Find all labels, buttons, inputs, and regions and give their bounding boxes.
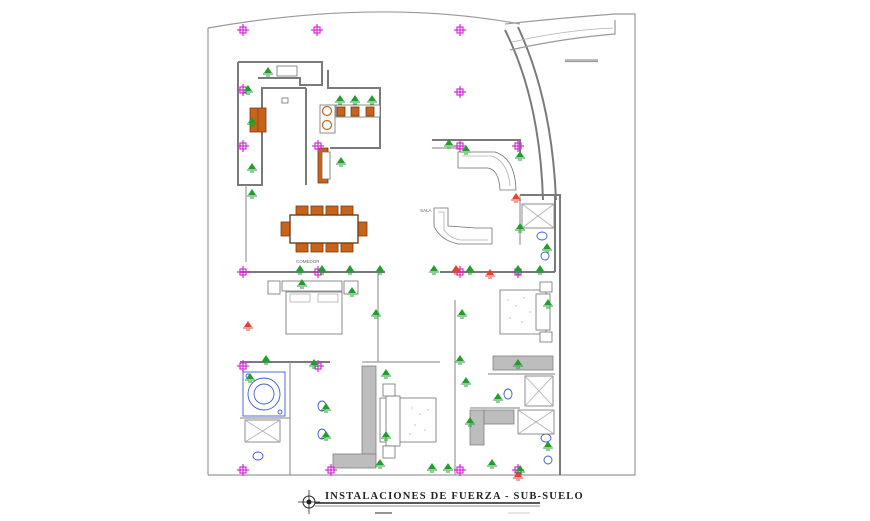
- outlet-icon: [263, 67, 273, 77]
- outlet-icon: [487, 459, 497, 469]
- outlet-icon: [295, 265, 305, 275]
- outlet-icon: [457, 309, 467, 319]
- outlet-icon: [336, 157, 346, 167]
- outlet-icon: [247, 189, 257, 199]
- bathrooms: [242, 203, 555, 465]
- outlet-icon: [247, 163, 257, 173]
- outlet-icon: [381, 369, 391, 379]
- special-outlet-icon: [243, 321, 253, 331]
- outlet-icon: [347, 287, 357, 297]
- outlet-icon: [493, 393, 503, 403]
- outlet-icon: [321, 403, 331, 413]
- bedroom-1: [267, 280, 359, 335]
- special-outlet-icon: [451, 265, 461, 275]
- outlet-icon: [465, 265, 475, 275]
- outlet-icon: [444, 139, 454, 149]
- outlet-icon: [443, 463, 453, 473]
- outlet-icon: [375, 265, 385, 275]
- outlet-icon: [461, 377, 471, 387]
- outlet-icon: [243, 85, 253, 95]
- junction-box-icon: [454, 24, 466, 36]
- kitchen: [249, 65, 381, 184]
- outlet-icon: [515, 223, 525, 233]
- outlet-icon: [345, 265, 355, 275]
- outlet-icon: [309, 359, 319, 369]
- outlets-special: [243, 193, 523, 481]
- junction-box-icon: [325, 464, 337, 476]
- outlet-icon: [429, 265, 439, 275]
- outlet-icon: [455, 355, 465, 365]
- special-outlet-icon: [511, 193, 521, 203]
- drawing-title: INSTALACIONES DE FUERZA - SUB-SUELO: [325, 491, 584, 502]
- junction-box-icon: [454, 464, 466, 476]
- outlet-icon: [381, 431, 391, 441]
- special-outlet-icon: [485, 269, 495, 279]
- bedroom-2: [379, 383, 437, 459]
- living-room: SALA: [420, 151, 517, 245]
- outlet-icon: [427, 463, 437, 473]
- outlet-icon: [513, 265, 523, 275]
- outlet-icon: [513, 359, 523, 369]
- outlet-icon: [465, 417, 475, 427]
- junction-box-icon: [237, 140, 249, 152]
- dining-table: COMEDOR: [280, 205, 368, 264]
- outlet-icon: [321, 431, 331, 441]
- junction-box-icon: [237, 24, 249, 36]
- junction-box-icon: [512, 140, 524, 152]
- junction-box-icon: [237, 266, 249, 278]
- outlet-icon: [375, 459, 385, 469]
- junction-box-icon: [237, 464, 249, 476]
- outlet-icon: [297, 279, 307, 289]
- outlet-icon: [535, 265, 545, 275]
- outlet-icon: [247, 117, 257, 127]
- outlet-icon: [335, 95, 345, 105]
- outlet-icon: [261, 355, 271, 365]
- outlet-icon: [461, 145, 471, 155]
- outlet-icon: [371, 309, 381, 319]
- outer-boundary: [207, 11, 636, 476]
- outlet-icon: [245, 373, 255, 383]
- junction-box-icon: [454, 140, 466, 152]
- outlet-icon: [367, 95, 377, 105]
- living-room-label: SALA: [420, 208, 432, 213]
- outlet-icon: [542, 243, 552, 253]
- special-outlet-icon: [513, 471, 523, 481]
- hatched-walls: [332, 355, 554, 469]
- outlet-icon: [515, 151, 525, 161]
- outlet-icon: [317, 265, 327, 275]
- junction-box-icon: [311, 24, 323, 36]
- junction-box-icon: [312, 140, 324, 152]
- bedroom-3: [499, 281, 553, 343]
- dining-room-label: COMEDOR: [296, 259, 320, 264]
- junction-box-icon: [454, 86, 466, 98]
- title-block: INSTALACIONES DE FUERZA - SUB-SUELO: [298, 490, 584, 514]
- junction-box-icon: [237, 360, 249, 372]
- outlets-standard: [243, 67, 553, 475]
- outlet-icon: [350, 95, 360, 105]
- outlet-icon: [543, 441, 553, 451]
- outlet-icon: [543, 299, 553, 309]
